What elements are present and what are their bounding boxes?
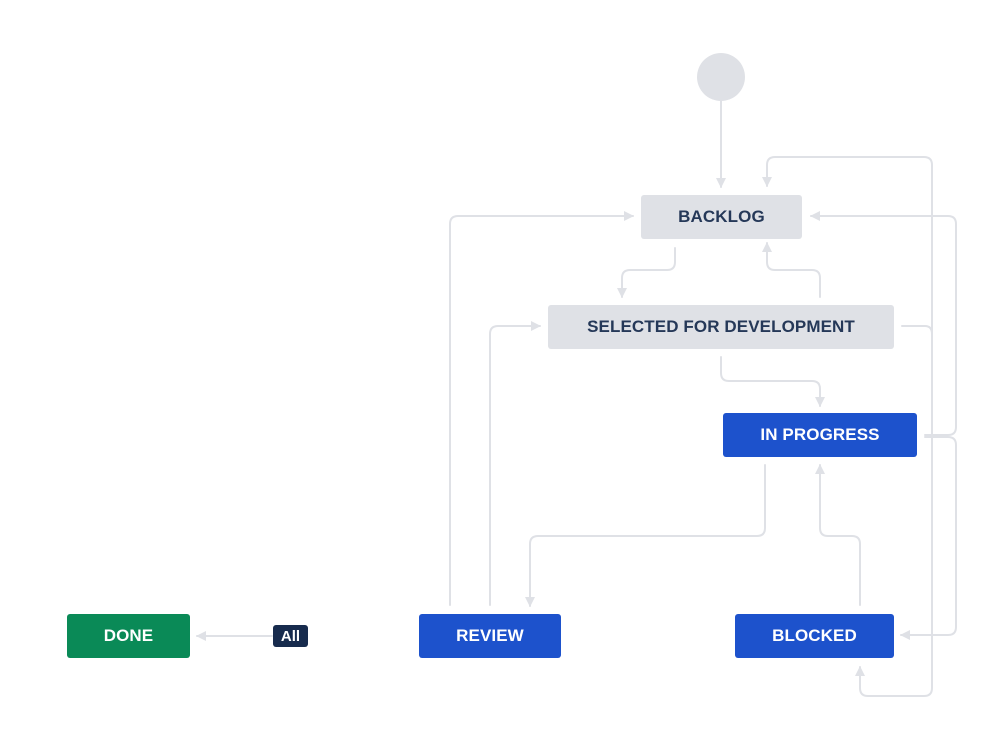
transition-backlog-to-selected[interactable] bbox=[617, 247, 676, 298]
status-backlog-label: BACKLOG bbox=[678, 207, 765, 226]
transition-in-progress-to-blocked[interactable] bbox=[900, 436, 957, 640]
status-done-label: DONE bbox=[103, 626, 154, 645]
status-review[interactable]: REVIEW bbox=[419, 614, 561, 658]
status-review-label: REVIEW bbox=[456, 626, 524, 645]
status-in-progress-label: IN PROGRESS bbox=[760, 425, 880, 444]
transition-selected-to-in-progress[interactable] bbox=[720, 356, 825, 407]
status-blocked-label: BLOCKED bbox=[772, 626, 857, 645]
status-selected-for-development[interactable]: SELECTED FOR DEVELOPMENT bbox=[548, 305, 894, 349]
transition-blocked-to-in-progress[interactable] bbox=[815, 464, 861, 606]
transition-selected-to-backlog[interactable] bbox=[762, 242, 821, 298]
status-in-progress[interactable]: IN PROGRESS bbox=[723, 413, 917, 457]
transition-selected-to-blocked[interactable] bbox=[855, 325, 933, 697]
status-backlog[interactable]: BACKLOG bbox=[641, 195, 802, 239]
status-done[interactable]: DONE bbox=[67, 614, 190, 658]
transition-in-progress-to-review[interactable] bbox=[525, 464, 766, 607]
transition-loop-to-backlog[interactable] bbox=[762, 156, 933, 335]
start-node bbox=[697, 53, 745, 101]
transition-review-to-backlog[interactable] bbox=[449, 211, 634, 606]
global-transition-badge[interactable]: All bbox=[273, 625, 308, 647]
status-selected-label: SELECTED FOR DEVELOPMENT bbox=[587, 317, 855, 336]
status-blocked[interactable]: BLOCKED bbox=[735, 614, 894, 658]
transition-in-progress-to-backlog[interactable] bbox=[810, 211, 957, 436]
transition-review-to-selected[interactable] bbox=[489, 321, 541, 606]
